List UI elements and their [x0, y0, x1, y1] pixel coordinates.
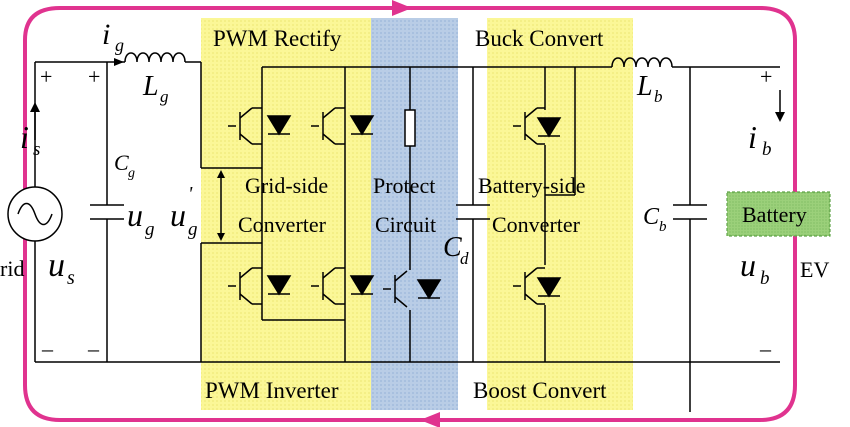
us-subscript: s [67, 267, 75, 289]
Lb-subscript: b [654, 87, 663, 106]
igbt-battery-lower [513, 267, 562, 305]
Cg-subscript: g [128, 166, 135, 181]
ug-prime-symbol: u [170, 197, 186, 233]
ev-label: EV [800, 257, 829, 282]
grid-label: rid [0, 256, 24, 281]
minus-sign-right: – [759, 336, 772, 361]
ug-symbol: u [127, 197, 143, 233]
ig-current-arrow [114, 58, 124, 66]
igbt-grid-lower-right [311, 267, 375, 305]
ug-subscript: g [145, 219, 155, 240]
igbt-grid-upper-left [228, 107, 292, 145]
power-flow-loop [23, 6, 797, 422]
battery-label: Battery [742, 202, 807, 227]
battery-side-region [487, 18, 633, 410]
minus-sign-left-1: – [41, 336, 54, 361]
pwm-rectify-label: PWM Rectify [213, 26, 342, 51]
wiring [34, 52, 780, 412]
ig-symbol: i [102, 18, 110, 51]
boost-convert-label: Boost Convert [473, 378, 607, 403]
ub-symbol: u [740, 247, 756, 283]
Lg-subscript: g [160, 87, 169, 106]
igbt-grid-lower-left [228, 267, 292, 305]
pwm-inverter-label: PWM Inverter [205, 378, 339, 403]
protect-circuit-label-2: Circuit [375, 212, 436, 237]
ib-symbol: i [748, 119, 757, 155]
Cd-symbol: C [443, 232, 462, 263]
is-symbol: i [20, 119, 29, 155]
protect-circuit-region [371, 18, 458, 410]
ib-current-arrow [775, 90, 785, 122]
ac-source-symbol [7, 186, 63, 242]
plus-sign-left-2: + [88, 64, 100, 89]
plus-sign-left-1: + [40, 64, 52, 89]
protect-circuit-label-1: Protect [373, 173, 435, 198]
is-subscript: s [33, 139, 40, 160]
battery-side-converter-label-2: Converter [492, 212, 581, 237]
flow-arrow-top [392, 0, 412, 16]
ug-prime-subscript: g [188, 219, 198, 240]
Cb-symbol: C [643, 204, 660, 230]
Cd-subscript: d [460, 249, 469, 268]
flow-arrow-bottom [420, 412, 440, 427]
us-symbol: u [48, 247, 65, 284]
Lg-symbol: L [142, 71, 159, 102]
battery-box [726, 191, 831, 237]
minus-sign-left-2: – [87, 336, 100, 361]
battery-side-converter-label-1: Battery-side [478, 173, 586, 198]
Cg-symbol: C [114, 150, 129, 175]
igbt-grid-upper-right [311, 107, 375, 145]
ib-subscript: b [762, 139, 772, 160]
is-current-arrow [30, 102, 40, 140]
Cb-subscript: b [659, 219, 667, 235]
igbt-battery-upper [513, 107, 562, 145]
grid-side-region [201, 18, 371, 410]
igbt-protect [383, 270, 442, 308]
Lb-symbol: L [636, 71, 653, 102]
grid-side-converter-label-2: Converter [238, 212, 327, 237]
ig-subscript: g [115, 35, 124, 55]
ug-prime-mark: ' [188, 183, 193, 205]
buck-convert-label: Buck Convert [475, 26, 604, 51]
ub-subscript: b [760, 268, 770, 289]
plus-sign-right: + [760, 64, 772, 89]
ug-prime-measure-arrow [217, 170, 225, 241]
grid-side-converter-label-1: Grid-side [245, 173, 328, 198]
